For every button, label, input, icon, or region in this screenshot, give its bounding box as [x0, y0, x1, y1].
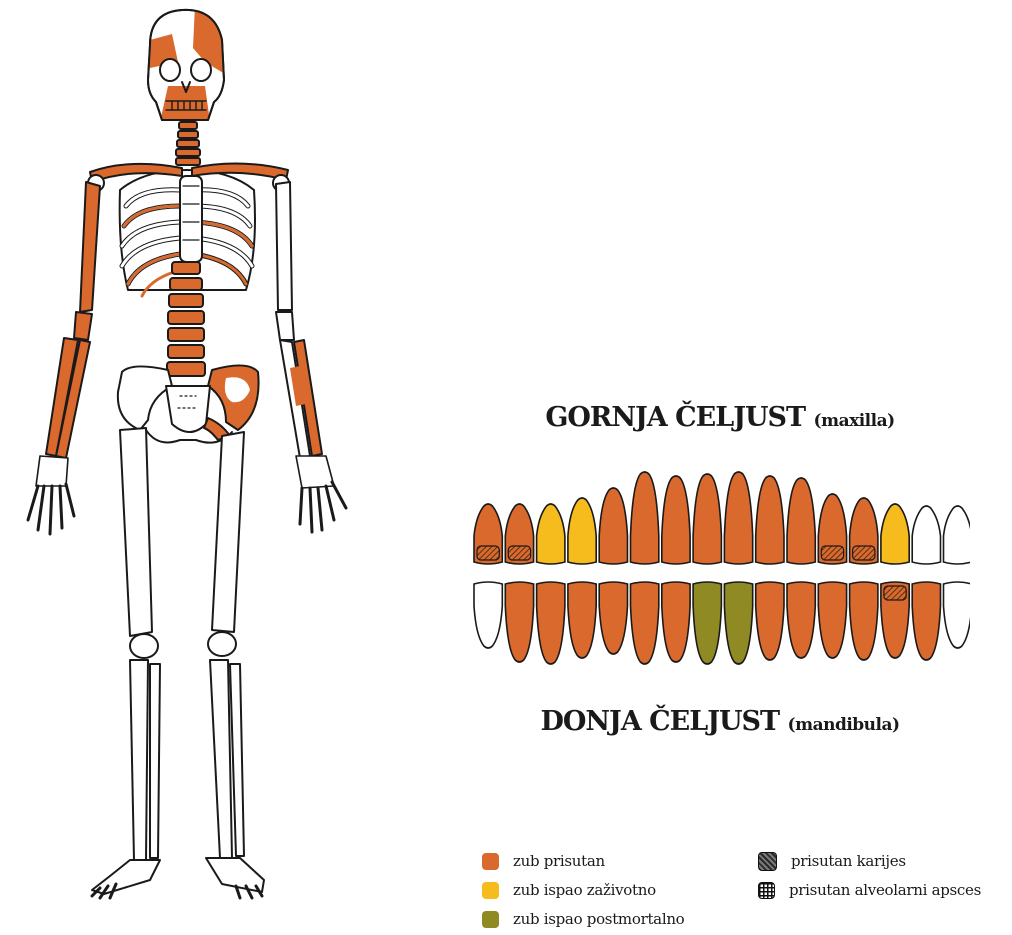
- lower-tooth: [756, 582, 784, 660]
- lower-tooth: [631, 582, 659, 664]
- upper-jaw-subtitle: (maxilla): [814, 411, 895, 431]
- caries-mark: [853, 546, 875, 560]
- upper-tooth: [787, 478, 815, 564]
- lower-tooth: [474, 582, 502, 648]
- lower-tooth: [505, 582, 533, 662]
- lower-tooth: [693, 582, 721, 664]
- dental-chart: [470, 466, 970, 666]
- skeleton-illustration: [0, 0, 440, 935]
- cervical-spine: [176, 122, 200, 165]
- legend-swatch-present: [482, 853, 499, 870]
- upper-tooth: [474, 504, 502, 564]
- right-orbit: [191, 59, 211, 81]
- left-orbit: [160, 59, 180, 81]
- upper-tooth: [912, 506, 940, 564]
- caries-mark: [884, 586, 906, 600]
- caries-mark: [821, 546, 843, 560]
- hand-right: [28, 456, 74, 534]
- legend-swatch-caries: [758, 852, 777, 871]
- legend-swatch-lost-postmortem: [482, 911, 499, 928]
- lower-tooth: [537, 582, 565, 664]
- lower-tooth: [850, 582, 878, 660]
- legend-label-present: zub prisutan: [513, 852, 605, 870]
- upper-tooth: [850, 498, 878, 564]
- upper-tooth: [505, 504, 533, 564]
- upper-jaw-title: GORNJA ČELJUST (maxilla): [440, 402, 1000, 433]
- arm-left: [276, 182, 322, 458]
- lower-jaw-title: DONJA ČELJUST (mandibula): [440, 706, 1000, 737]
- sternum: [180, 176, 202, 262]
- leg-right: [92, 428, 160, 898]
- lumbar-spine: [167, 262, 205, 376]
- upper-tooth: [693, 474, 721, 564]
- skull: [148, 5, 235, 122]
- legend-label-lost-postmortem: zub ispao postmortalno: [513, 910, 684, 928]
- lower-tooth: [787, 582, 815, 658]
- lower-tooth: [881, 582, 909, 658]
- lower-tooth: [912, 582, 940, 660]
- upper-tooth: [724, 472, 752, 564]
- upper-tooth: [818, 494, 846, 564]
- legend-swatch-lost-antemortem: [482, 882, 499, 899]
- upper-tooth: [881, 504, 909, 564]
- upper-tooth: [599, 488, 627, 564]
- upper-jaw-title-text: GORNJA ČELJUST: [545, 402, 805, 433]
- lower-tooth: [818, 582, 846, 658]
- lower-tooth: [662, 582, 690, 662]
- lower-tooth: [724, 582, 752, 664]
- legend-label-abscess: prisutan alveolarni apsces: [789, 881, 981, 899]
- upper-tooth: [631, 472, 659, 564]
- caries-mark: [477, 546, 499, 560]
- lower-jaw-title-text: DONJA ČELJUST: [540, 706, 779, 737]
- lower-tooth: [944, 582, 971, 648]
- caries-mark: [508, 546, 530, 560]
- upper-tooth: [662, 476, 690, 564]
- lower-jaw-subtitle: (mandibula): [788, 715, 900, 735]
- legend-label-caries: prisutan karijes: [791, 852, 906, 870]
- legend-item-abscess: prisutan alveolarni apsces: [758, 879, 981, 901]
- legend-swatch-abscess: [758, 882, 775, 899]
- legend-label-lost-antemortem: zub ispao zaživotno: [513, 881, 656, 899]
- legend-item-lost-postmortem: zub ispao postmortalno: [482, 908, 684, 930]
- arm-right: [46, 182, 100, 458]
- leg-left: [206, 432, 264, 898]
- lower-tooth: [599, 582, 627, 654]
- hand-left: [296, 456, 346, 532]
- upper-tooth: [537, 504, 565, 564]
- upper-tooth: [756, 476, 784, 564]
- upper-tooth: [568, 498, 596, 564]
- legend-item-present: zub prisutan: [482, 850, 605, 872]
- legend-item-caries: prisutan karijes: [758, 850, 906, 872]
- lower-tooth: [568, 582, 596, 658]
- legend-item-lost-antemortem: zub ispao zaživotno: [482, 879, 656, 901]
- upper-tooth: [944, 506, 971, 564]
